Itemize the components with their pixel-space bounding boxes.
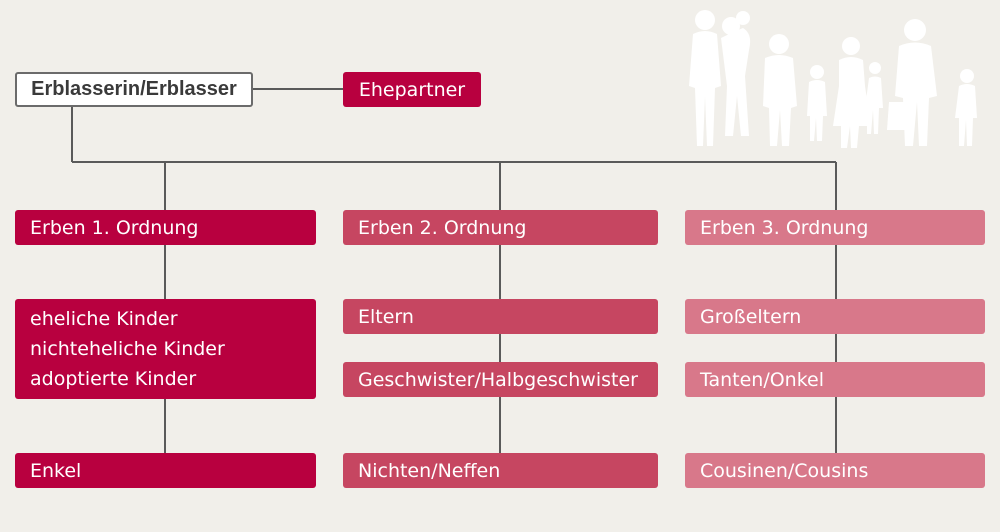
order-3-member: Großeltern (700, 305, 802, 328)
order-2-heading: Erben 2. Ordnung (343, 210, 658, 245)
spouse-label: Ehepartner (358, 78, 466, 101)
order-1-heading: Erben 1. Ordnung (15, 210, 316, 245)
order-3-members: Großeltern (685, 299, 985, 334)
order-1-descendants-label: Enkel (30, 459, 82, 482)
order-2-descendants: Nichten/Neffen (343, 453, 658, 488)
order-1-members: eheliche Kinder nichteheliche Kinder ado… (15, 299, 316, 399)
order-1-member: adoptierte Kinder (30, 368, 197, 390)
order-3-heading: Erben 3. Ordnung (685, 210, 985, 245)
order-1-descendants: Enkel (15, 453, 316, 488)
order-1-member: eheliche Kinder (30, 308, 178, 330)
order-1-heading-label: Erben 1. Ordnung (30, 216, 199, 239)
order-3-heading-label: Erben 3. Ordnung (700, 216, 869, 239)
order-2-members: Eltern (343, 299, 658, 334)
order-3-siblings: Tanten/Onkel (685, 362, 985, 397)
order-1-member: nichteheliche Kinder (30, 338, 225, 360)
order-2-siblings-label: Geschwister/Halbgeschwister (358, 368, 638, 391)
order-3-siblings-label: Tanten/Onkel (700, 368, 825, 391)
testator-label: Erblasserin/Erblasser (31, 78, 237, 100)
testator-box: Erblasserin/Erblasser (15, 72, 253, 107)
family-silhouette-icon (689, 10, 977, 148)
order-2-descendants-label: Nichten/Neffen (358, 459, 501, 482)
spouse-box: Ehepartner (343, 72, 481, 107)
order-2-heading-label: Erben 2. Ordnung (358, 216, 527, 239)
order-2-member: Eltern (358, 305, 414, 328)
order-3-descendants-label: Cousinen/Cousins (700, 459, 869, 482)
order-3-descendants: Cousinen/Cousins (685, 453, 985, 488)
order-2-siblings: Geschwister/Halbgeschwister (343, 362, 658, 397)
